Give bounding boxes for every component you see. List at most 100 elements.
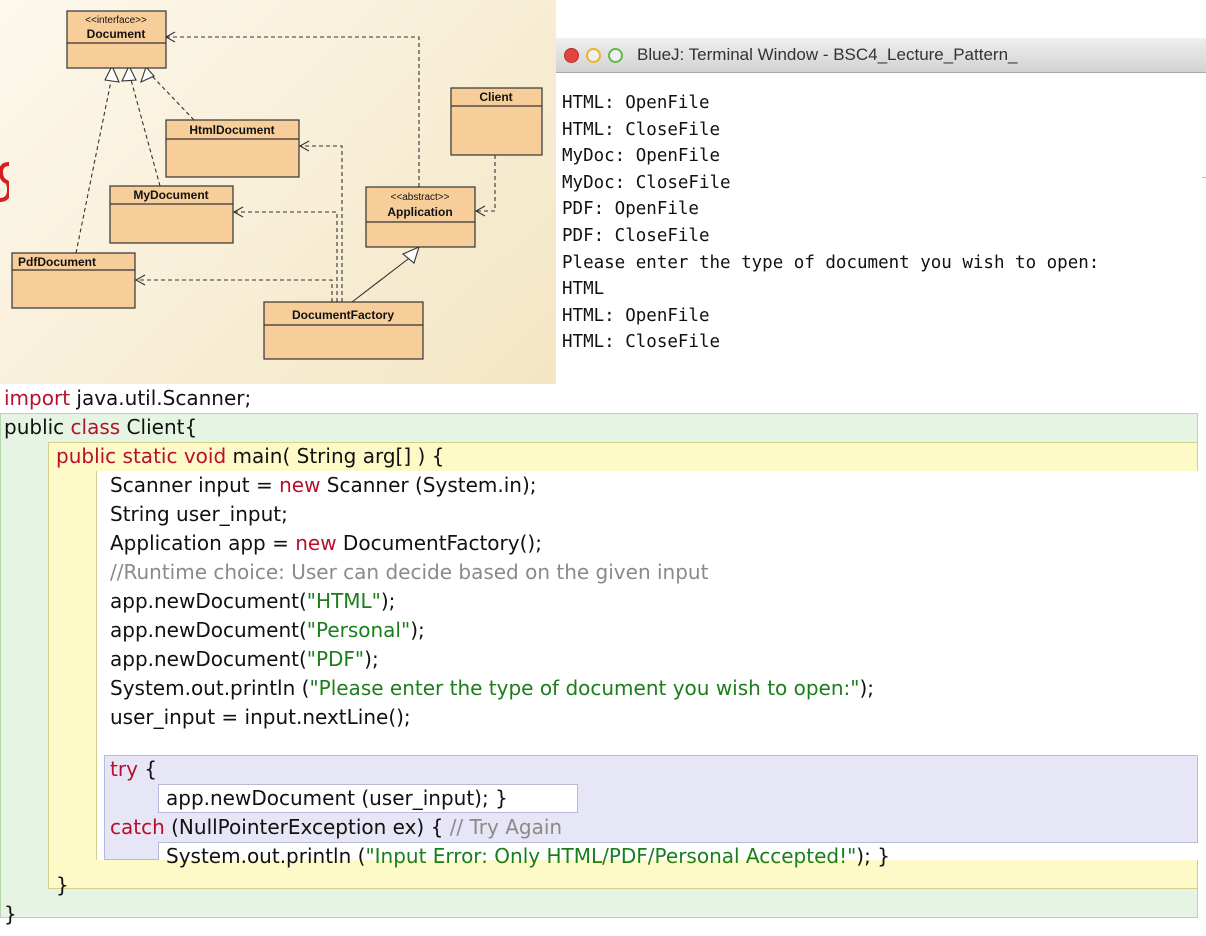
keyword: public [56,444,117,468]
code-text: ); [859,676,875,700]
terminal-line: MyDoc: OpenFile [562,146,721,167]
terminal-line: HTML: OpenFile [562,305,710,326]
code-line-try[interactable]: try { [110,755,157,784]
maximize-window-icon[interactable] [608,47,623,63]
code-line-comment[interactable]: //Runtime choice: User can decide based … [110,558,708,587]
keyword: class [70,415,121,439]
terminal-line: HTML [562,279,605,300]
class-document-factory: DocumentFactory [263,301,424,360]
try-body-highlight [158,784,578,813]
mydocument-class-name: MyDocument [133,188,208,202]
code-line-close-method[interactable]: } [56,871,69,900]
terminal-line: HTML: OpenFile [562,93,710,113]
comment: // Try Again [449,815,563,839]
code-text: app.newDocument (user_input); } [166,786,508,810]
code-text: Application app = [110,531,296,555]
code-line-try-body[interactable]: app.newDocument (user_input); } [166,784,508,813]
string-literal: "Please enter the type of document you w… [309,676,860,700]
terminal-scroll-mark [1202,177,1206,178]
class-html-document: HtmlDocument [165,119,300,178]
htmldoc-arrowhead [298,140,310,152]
keyword: void [183,444,227,468]
htmldocument-class-name: HtmlDocument [189,123,274,137]
application-class-name: Application [387,205,452,219]
class-application: <<abstract>> Application [365,186,476,248]
code-text: String user_input; [110,502,288,526]
code-editor[interactable]: import java.util.Scanner; public class C… [0,384,1206,936]
string-literal: "PDF" [306,647,365,671]
client-to-application-link [476,155,496,212]
code-text: { [137,757,157,781]
document-triangle-2 [121,64,137,82]
mydoc-arrowhead [232,206,244,218]
factory-to-pdfdoc-link [136,279,333,302]
code-text: Client{ [120,415,198,439]
string-literal: "HTML" [306,589,381,613]
uml-diagram-canvas: <<interface>> Document HtmlDocument MyDo… [11,10,543,360]
uml-class-diagram: <<interface>> Document HtmlDocument MyDo… [0,0,556,384]
catch-body-highlight [158,842,1198,860]
code-line-close-class[interactable]: } [4,900,17,929]
keyword: static [122,444,178,468]
string-literal: "Personal" [306,618,411,642]
keyword: catch [110,815,165,839]
code-text: app.newDocument( [110,647,307,671]
code-text: System.out.println ( [166,844,366,868]
document-triangle-3 [140,65,155,84]
documentfactory-class-name: DocumentFactory [292,308,394,322]
code-text: ); [380,589,396,613]
code-line-user-input-decl[interactable]: String user_input; [110,500,288,529]
code-text: main( String arg[] ) { [226,444,445,468]
document-class-name: Document [87,27,146,41]
terminal-line: MyDoc: CloseFile [562,172,731,193]
htmldoc-realizes-document [151,75,195,121]
code-text: } [56,873,69,897]
code-text: Scanner input = [110,473,280,497]
code-text: app.newDocument( [110,589,307,613]
code-text: java.util.Scanner; [70,386,252,410]
terminal-title: BlueJ: Terminal Window - BSC4_Lecture_Pa… [637,45,1018,64]
code-line-new-personal[interactable]: app.newDocument("Personal"); [110,616,425,645]
close-window-icon[interactable] [564,47,579,63]
code-line-class-decl[interactable]: public class Client{ [4,413,197,442]
terminal-line: HTML: CloseFile [562,119,721,140]
code-line-scanner[interactable]: Scanner input = new Scanner (System.in); [110,471,537,500]
code-text: ); } [856,844,890,868]
terminal-line: Please enter the type of document you wi… [562,252,1100,273]
comment: //Runtime choice: User can decide based … [110,560,709,584]
code-text: DocumentFactory(); [336,531,542,555]
code-line-new-pdf[interactable]: app.newDocument("PDF"); [110,645,379,674]
minimize-window-icon[interactable] [586,47,601,63]
code-line-println-prompt[interactable]: System.out.println ("Please enter the ty… [110,674,874,703]
class-my-document: MyDocument [109,185,234,244]
terminal-line: PDF: CloseFile [562,225,710,246]
code-line-import[interactable]: import java.util.Scanner; [4,384,251,413]
code-line-main-decl[interactable]: public static void main( String arg[] ) … [56,442,444,471]
keyword: import [4,386,71,410]
string-literal: "Input Error: Only HTML/PDF/Personal Acc… [365,844,857,868]
factory-to-application-link [351,255,413,303]
code-line-application[interactable]: Application app = new DocumentFactory(); [110,529,542,558]
application-inherit-triangle [401,246,420,264]
terminal-titlebar[interactable]: BlueJ: Terminal Window - BSC4_Lecture_Pa… [556,38,1206,73]
terminal-window: BlueJ: Terminal Window - BSC4_Lecture_Pa… [556,0,1206,384]
document-triangle-1 [104,64,120,83]
keyword: try [110,757,138,781]
code-text: } [4,902,17,926]
code-text: Scanner (System.in); [320,473,537,497]
pdfdoc-realizes-document [75,75,113,254]
class-document: <<interface>> Document [66,10,167,69]
terminal-line: HTML: CloseFile [562,332,721,353]
application-stereotype: <<abstract>> [391,192,450,203]
code-line-nextline[interactable]: user_input = input.nextLine(); [110,703,411,732]
code-line-new-html[interactable]: app.newDocument("HTML"); [110,587,395,616]
code-text: System.out.println ( [110,676,310,700]
code-text: ); [410,618,425,642]
client-class-name: Client [479,90,512,104]
terminal-output[interactable]: HTML: OpenFile HTML: CloseFile MyDoc: Op… [562,90,1202,356]
code-line-catch[interactable]: catch (NullPointerException ex) { // Try… [110,813,562,842]
keyword: new [295,531,337,555]
cropped-red-glyph [0,162,9,202]
code-line-catch-body[interactable]: System.out.println ("Input Error: Only H… [166,842,890,871]
class-client: Client [450,87,543,156]
